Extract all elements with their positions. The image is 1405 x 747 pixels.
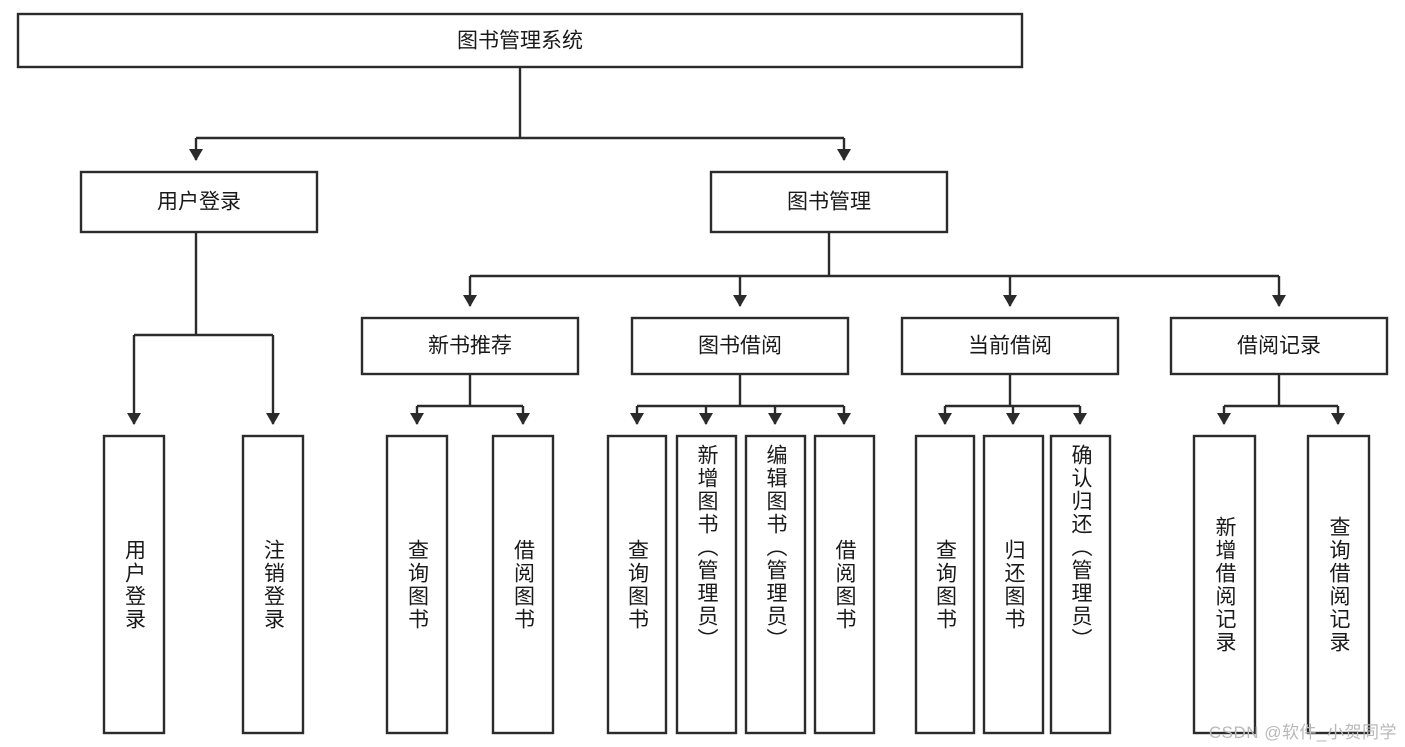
connector-bookmgmt-to-level2: [463, 232, 1286, 307]
node-book-borrow-label: 图书借阅: [698, 335, 782, 358]
node-book-management[interactable]: 图书管理: [709, 170, 949, 234]
node-book-management-label: 图书管理: [787, 191, 871, 214]
leaf-box-add-borrow-record: [1192, 434, 1257, 735]
connector-newbook-to-leaves: [410, 374, 530, 425]
leaf-box-logout: [241, 434, 305, 735]
node-book-borrow[interactable]: 图书借阅: [630, 316, 850, 376]
leaf-box-add-book-admin: [675, 434, 738, 735]
leaf-box-borrow-book-1: [491, 434, 555, 735]
node-user-login[interactable]: 用户登录: [79, 170, 319, 234]
node-new-book-recommend-label: 新书推荐: [428, 335, 512, 358]
leaf-box-user-login: [102, 434, 166, 735]
node-root-label: 图书管理系统: [457, 30, 583, 53]
leaf-box-query-borrow-record: [1306, 434, 1371, 735]
connector-bookborrow-to-leaves: [630, 374, 851, 425]
leaf-box-query-book-3: [914, 434, 976, 735]
connector-root-to-level1: [189, 67, 851, 161]
node-current-borrow[interactable]: 当前借阅: [900, 316, 1120, 376]
node-new-book-recommend[interactable]: 新书推荐: [360, 316, 580, 376]
node-borrow-record[interactable]: 借阅记录: [1169, 316, 1389, 376]
csdn-watermark: CSDN @软件_小贺同学: [1208, 723, 1397, 742]
node-current-borrow-label: 当前借阅: [968, 335, 1052, 358]
leaf-box-query-book-2: [606, 434, 668, 735]
leaf-box-return-book: [982, 434, 1045, 735]
connector-borrowrecord-to-leaves: [1217, 374, 1345, 425]
connector-userlogin-to-leaves: [127, 232, 280, 425]
node-user-login-label: 用户登录: [157, 191, 241, 214]
leaf-box-confirm-return-admin: [1049, 434, 1112, 735]
leaf-box-edit-book-admin: [744, 434, 807, 735]
leaf-boxes: [102, 434, 1371, 735]
node-borrow-record-label: 借阅记录: [1237, 335, 1321, 358]
connector-currentborrow-to-leaves: [938, 374, 1087, 425]
leaf-box-borrow-book-2: [813, 434, 876, 735]
leaf-box-query-book-1: [385, 434, 449, 735]
node-root[interactable]: 图书管理系统: [16, 12, 1024, 69]
